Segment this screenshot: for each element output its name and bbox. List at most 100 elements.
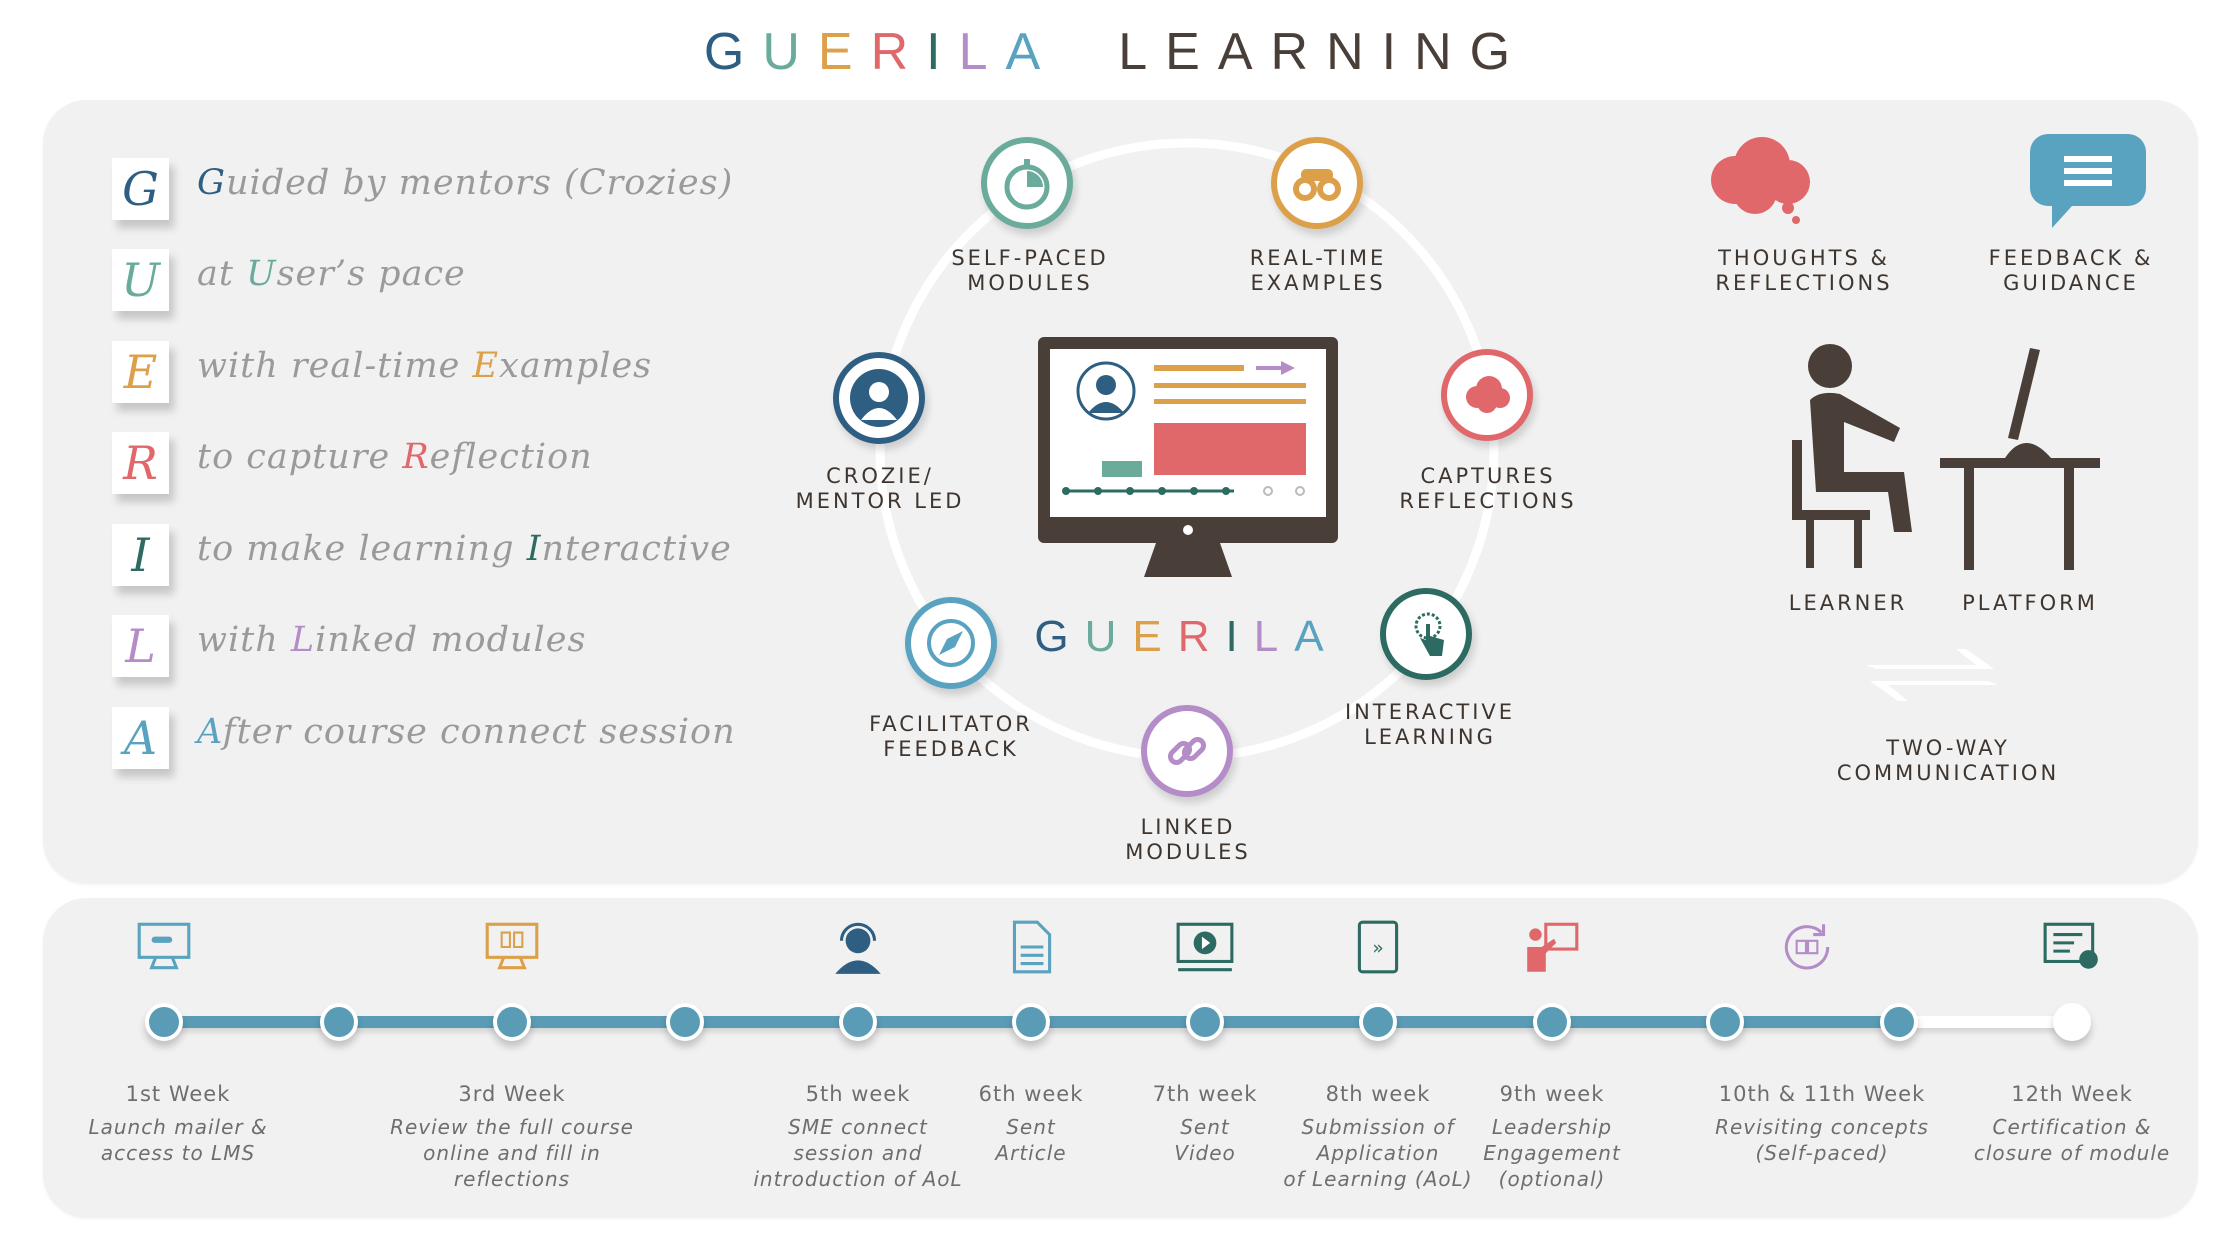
binoculars-icon (1293, 169, 1341, 201)
stopwatch-icon (1004, 159, 1050, 210)
acronym-letter-E: E (112, 341, 169, 403)
acronym-letter-G: G (112, 158, 169, 220)
title-letter: U (762, 23, 818, 81)
title-letter: E (817, 23, 871, 81)
refresh-book-icon (1784, 924, 1830, 970)
timeline-node (839, 1003, 877, 1041)
timeline-node (493, 1003, 531, 1041)
brain-cloud-icon (1466, 376, 1510, 413)
timeline-item-title: 8th week (1325, 1082, 1431, 1106)
feedback-bubble-icon (2030, 134, 2146, 228)
acronym-line: with Linked modules (197, 620, 587, 660)
learner-platform-illustration (1792, 344, 2100, 570)
cycle-node (833, 352, 925, 444)
monitor-icon (137, 922, 191, 970)
title-letter: R (1177, 612, 1226, 661)
timeline-node (320, 1003, 358, 1041)
title-letter: A (1005, 23, 1059, 81)
timeline-panel (43, 898, 2198, 1218)
acronym-line: to make learning Interactive (197, 529, 732, 569)
cycle-node-label: CROZIE/MENTOR LED (795, 464, 965, 513)
timeline-node (666, 1003, 704, 1041)
cycle-node (1441, 349, 1533, 441)
acronym-line: After course connect session (197, 712, 736, 752)
timeline-item-title: 1st Week (125, 1082, 231, 1106)
presenter-icon (1527, 922, 1579, 972)
title-learning: LEARNING (1118, 23, 1529, 81)
timeline-item-description: Launch mailer &access to LMS (88, 1115, 268, 1165)
acronym-line: with real-time Examples (197, 346, 653, 386)
timeline-node (1359, 1003, 1397, 1041)
acronym-line: to capture Reflection (197, 437, 593, 477)
page-title: GUERILA LEARNING (0, 22, 2232, 82)
link-icon (1167, 736, 1207, 766)
compass-icon (927, 619, 975, 667)
timeline-item-title: 5th week (805, 1082, 911, 1106)
monitor-illustration (1038, 337, 1338, 577)
mentor-icon (850, 369, 908, 427)
touch-icon (1414, 612, 1444, 656)
acronym-letter-I: I (112, 524, 169, 586)
title-letter: E (1132, 612, 1178, 661)
platform-label: PLATFORM (1962, 591, 2098, 615)
two-way-arrows-icon (1866, 649, 1998, 701)
title-letter: G (1034, 612, 1085, 661)
timeline-node (1012, 1003, 1050, 1041)
acronym-line: Guided by mentors (Crozies) (197, 163, 734, 203)
timeline-item-description: Certification &closure of module (1973, 1115, 2171, 1165)
cycle-node (1380, 588, 1472, 680)
acronym-line: at User’s pace (197, 254, 466, 294)
title-letter: U (1084, 612, 1133, 661)
timeline-item-title: 9th week (1499, 1082, 1605, 1106)
timeline-node (1533, 1003, 1571, 1041)
book-screen-icon (485, 922, 539, 970)
timeline-node (2053, 1003, 2091, 1041)
title-letter: R (870, 23, 927, 81)
acronym-letter-L: L (112, 615, 169, 677)
title-letter: I (1225, 612, 1254, 661)
notebook-icon: » (1357, 920, 1399, 974)
headset-icon (835, 922, 881, 974)
video-icon (1176, 922, 1234, 972)
acronym-letter-R: R (112, 432, 169, 494)
timeline-item-title: 10th & 11th Week (1718, 1082, 1926, 1106)
timeline-node (1186, 1003, 1224, 1041)
learner-label: LEARNER (1788, 591, 1908, 615)
title-letter: A (1294, 612, 1340, 661)
cycle-node (1141, 705, 1233, 797)
thought-cloud-icon (1711, 137, 1810, 224)
svg-text:»: » (1372, 938, 1383, 959)
title-letter: L (958, 23, 1006, 81)
timeline-node (1706, 1003, 1744, 1041)
title-letter: L (1253, 612, 1295, 661)
feedback-label: FEEDBACK &GUIDANCE (1988, 246, 2154, 295)
timeline-item-title: 3rd Week (458, 1082, 566, 1106)
title-letter: G (703, 23, 763, 81)
document-icon (1012, 920, 1052, 974)
timeline-item-description: Revisiting concepts(Self-paced) (1715, 1115, 1929, 1165)
title-letter: I (926, 23, 959, 81)
timeline-node (1880, 1003, 1918, 1041)
cycle-node (905, 597, 997, 689)
title-guerila: GUERILA (704, 22, 1058, 82)
